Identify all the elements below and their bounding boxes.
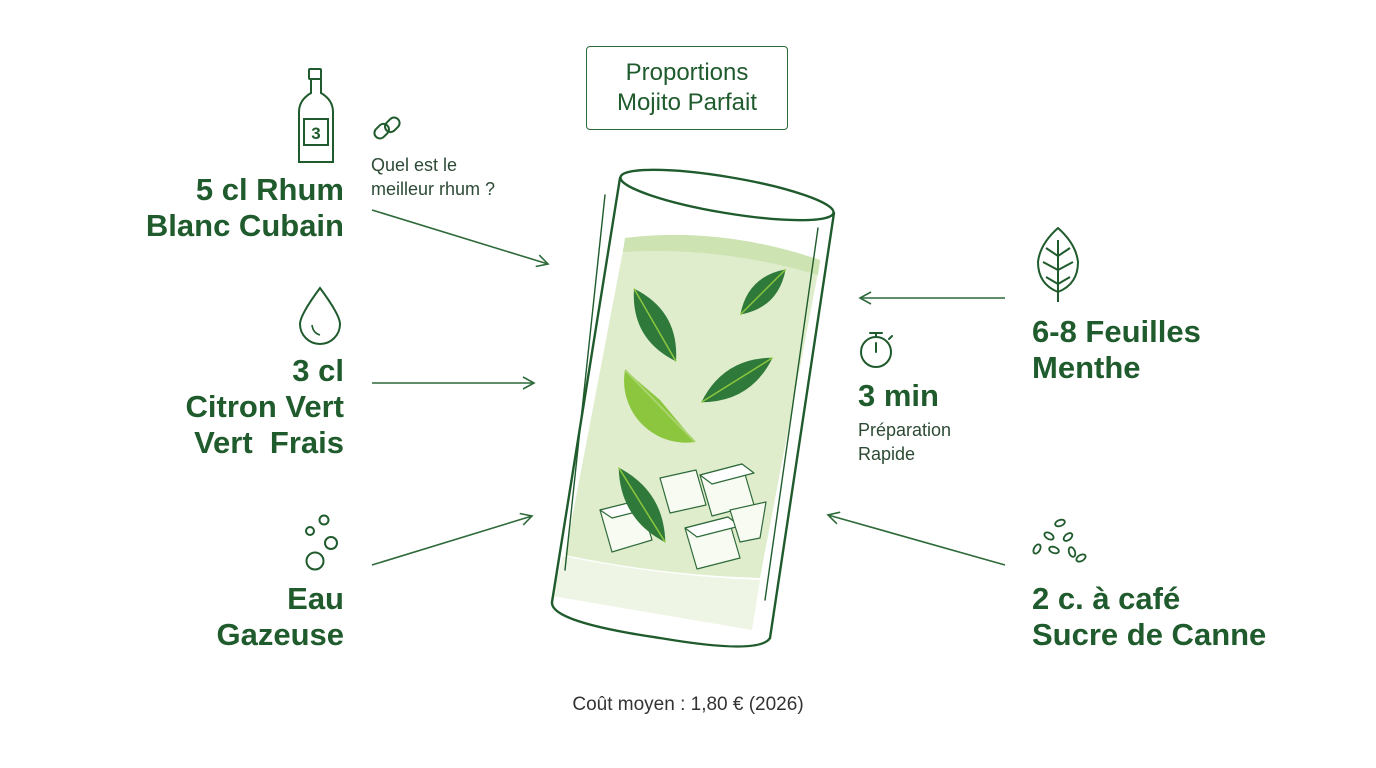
- rum-question-link[interactable]: Quel est le meilleur rhum ?: [371, 153, 495, 201]
- link-icon: [373, 116, 401, 140]
- arrow-rum: [371, 209, 550, 268]
- mint-leaf: [618, 467, 666, 543]
- mint-leaf: [633, 288, 677, 362]
- bottle-label: 3: [311, 124, 320, 143]
- glass-right-wall: [768, 211, 836, 640]
- title-line-1: Proportions: [625, 59, 749, 86]
- lime-line-2: Citron Vert: [185, 389, 344, 424]
- rum-line-1: 5 cl Rhum: [195, 172, 344, 207]
- mint-leaf: [739, 268, 787, 316]
- lime-line-1: 3 cl: [292, 353, 344, 388]
- title-line-2: Mojito Parfait: [616, 89, 758, 116]
- title-box: Proportions Mojito Parfait: [586, 46, 788, 130]
- mint-leaves: [618, 268, 787, 543]
- prep-label: Préparation Rapide: [858, 418, 951, 466]
- glass-inner-wall-left: [564, 194, 606, 571]
- mint-line-2: Menthe: [1032, 350, 1141, 385]
- bottle-icon: [298, 68, 334, 163]
- leaf-icon: [1037, 227, 1079, 302]
- average-cost-footer: Coût moyen : 1,80 € (2026): [572, 694, 804, 715]
- prep-time: 3 min: [858, 378, 939, 413]
- drop-icon: [298, 286, 342, 345]
- rum-line-2: Blanc Cubain: [145, 208, 344, 243]
- lime-line-3: Vert Frais: [194, 425, 344, 460]
- glass-left-wall: [550, 176, 622, 604]
- water-line-2: Gazeuse: [216, 617, 344, 652]
- ice-cubes: [599, 463, 767, 570]
- liquid-surface: [623, 234, 820, 275]
- rum-label: 5 cl Rhum Blanc Cubain: [146, 172, 344, 244]
- glass-rim: [619, 168, 835, 222]
- sugar-line-2: Sucre de Canne: [1032, 617, 1267, 652]
- bubbles-icon: [305, 514, 338, 571]
- sugar-label: 2 c. à café Sucre de Canne: [1032, 581, 1266, 653]
- mint-line-1: 6-8 Feuilles: [1032, 314, 1201, 349]
- mojito-glass: [550, 168, 836, 648]
- rum-question-line-2: meilleur rhum ?: [371, 179, 496, 199]
- mint-label: 6-8 Feuilles Menthe: [1032, 314, 1201, 386]
- arrows: [371, 209, 1006, 566]
- lime-label: 3 cl Citron Vert Vert Frais: [186, 353, 344, 461]
- prep-line-2: Rapide: [858, 444, 916, 464]
- lime-wedge: [624, 369, 696, 443]
- water-line-1: Eau: [287, 581, 344, 616]
- prep-line-1: Préparation: [858, 420, 952, 440]
- glass-inner-wall-right: [764, 227, 819, 601]
- sugar-grains-icon: [1032, 518, 1087, 563]
- arrow-sugar: [826, 511, 1006, 566]
- glass-bottom-band: [552, 556, 760, 630]
- water-label: Eau Gazeuse: [216, 581, 344, 653]
- sugar-line-1: 2 c. à café: [1032, 581, 1181, 616]
- glass-base: [550, 600, 772, 648]
- arrow-water: [371, 512, 534, 566]
- mint-leaf: [700, 357, 774, 403]
- rum-question-line-1: Quel est le: [371, 155, 458, 175]
- stopwatch-icon: [860, 332, 893, 368]
